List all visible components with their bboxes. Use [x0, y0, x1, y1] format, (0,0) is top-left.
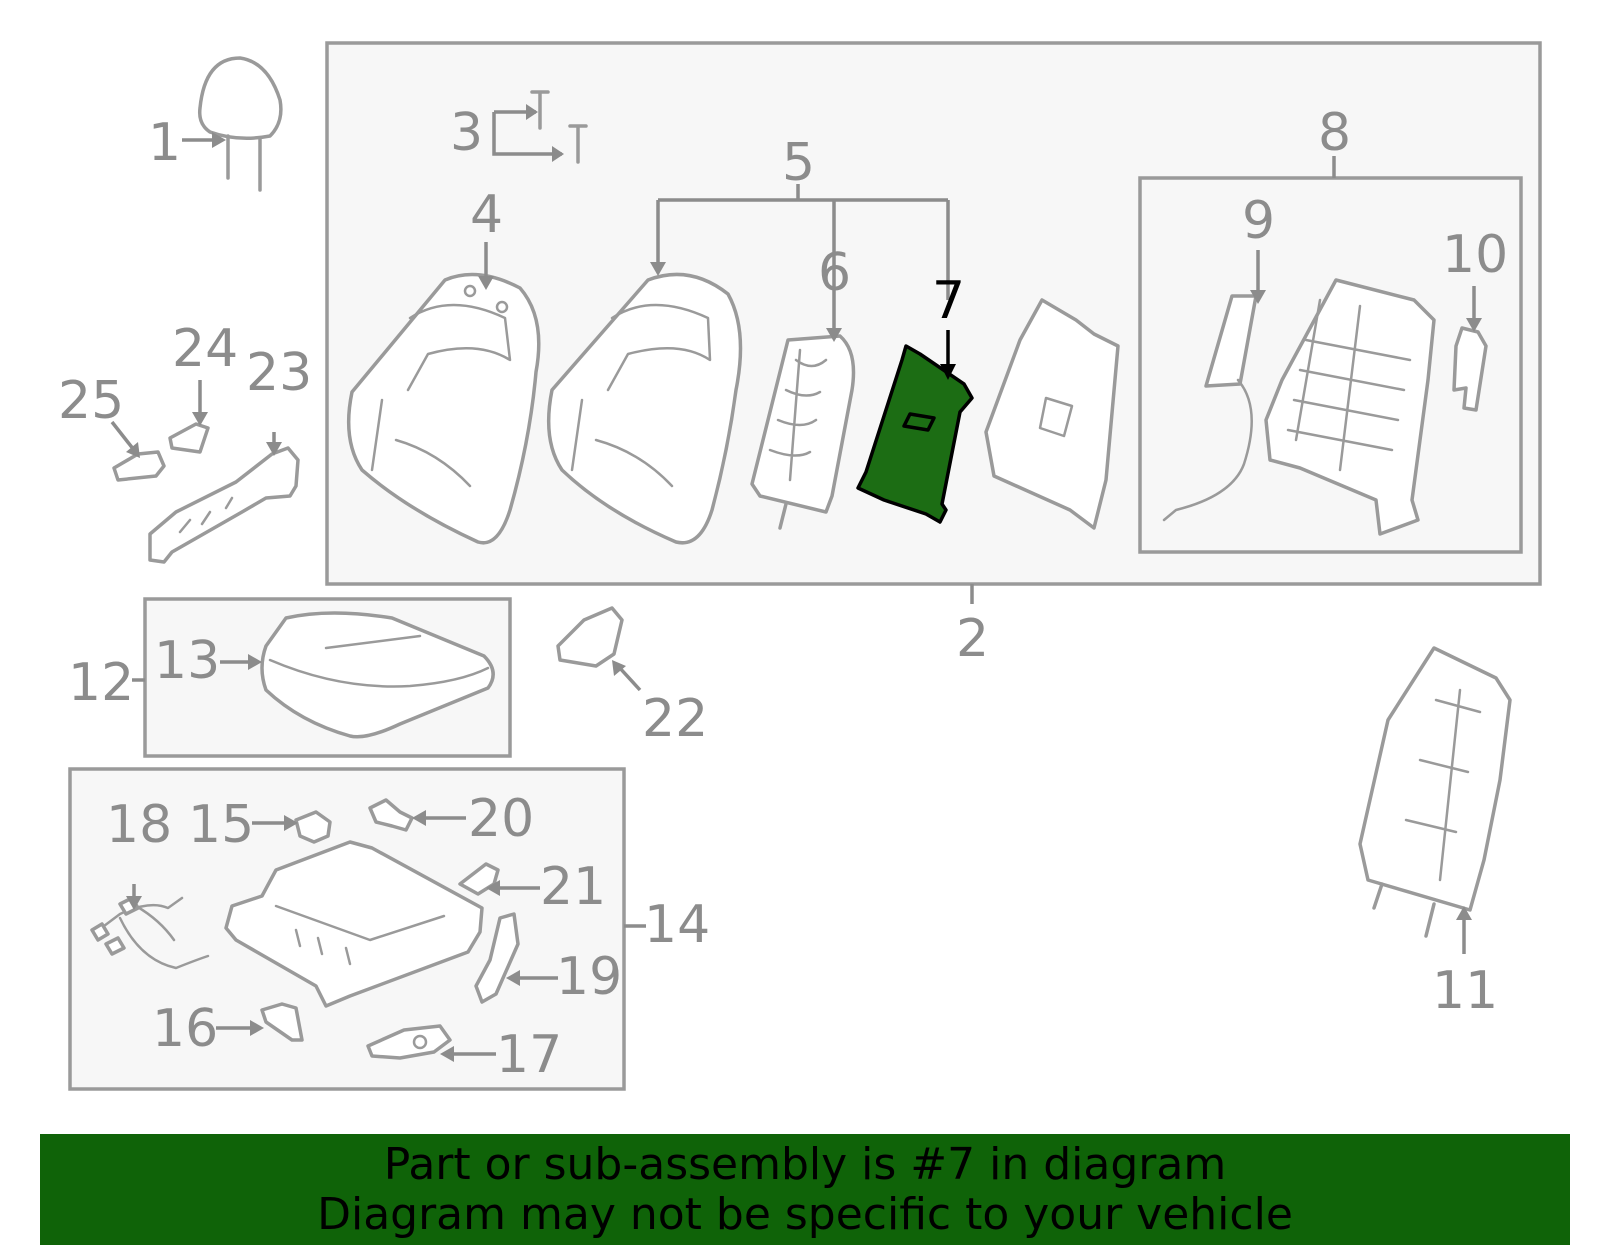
callout-17: 17 — [496, 1025, 562, 1085]
part-3-bolts[interactable] — [530, 90, 588, 164]
part-23-side-trim[interactable] — [148, 446, 300, 564]
callout-9: 9 — [1242, 191, 1275, 251]
callout-22: 22 — [642, 689, 708, 749]
part-6-heater-mat[interactable] — [750, 334, 856, 530]
part-13-cushion-pad[interactable] — [260, 611, 495, 739]
banner-line-1: Part or sub-assembly is #7 in diagram — [383, 1139, 1227, 1190]
callout-24: 24 — [172, 319, 238, 379]
callout-15: 15 — [188, 795, 254, 855]
part-17-plate[interactable] — [366, 1024, 452, 1060]
callout-13: 13 — [154, 631, 220, 691]
part-15-clip[interactable] — [294, 810, 332, 844]
callout-10: 10 — [1442, 225, 1508, 285]
callout-2: 2 — [956, 609, 989, 669]
part-7-highlighted-panel[interactable] — [856, 344, 974, 524]
part-4-seatback-cover[interactable] — [346, 272, 541, 545]
part-24-knob[interactable] — [168, 422, 210, 454]
part-16-bracket[interactable] — [260, 1002, 304, 1042]
callout-6: 6 — [818, 243, 851, 303]
notice-banner: Part or sub-assembly is #7 in diagram Di… — [40, 1134, 1570, 1245]
banner-line-2: Diagram may not be specific to your vehi… — [317, 1189, 1293, 1240]
callout-19: 19 — [556, 947, 622, 1007]
track-frame — [224, 840, 484, 1008]
callout-25: 25 — [58, 371, 124, 431]
callout-20: 20 — [468, 789, 534, 849]
callout-18: 18 — [106, 795, 172, 855]
part-18-wire-harness[interactable] — [90, 896, 210, 970]
callout-12: 12 — [68, 653, 134, 713]
part-10-clip[interactable] — [1452, 326, 1488, 412]
seatback-board — [984, 298, 1120, 530]
arrow-heads — [126, 104, 1482, 1062]
part-20-bracket[interactable] — [368, 798, 414, 832]
part-19-bracket[interactable] — [474, 912, 520, 1004]
part-21-bracket[interactable] — [458, 862, 500, 896]
callout-16: 16 — [152, 999, 218, 1059]
callout-8: 8 — [1318, 103, 1351, 163]
part-1-headrest[interactable] — [197, 56, 283, 192]
callout-labels: 1 2 3 4 5 6 7 8 9 10 11 12 13 14 15 16 1… — [58, 103, 1508, 1085]
callout-3: 3 — [450, 103, 483, 163]
callout-7: 7 — [932, 271, 965, 331]
callout-21: 21 — [540, 857, 606, 917]
part-5-seatback-pad[interactable] — [546, 272, 743, 545]
callout-4: 4 — [470, 185, 503, 245]
part-11-seatback-back-board[interactable] — [1358, 646, 1512, 938]
callout-14: 14 — [644, 895, 710, 955]
callout-23: 23 — [246, 343, 312, 403]
part-9-sensor[interactable] — [1162, 294, 1258, 522]
seatback-frame — [1264, 278, 1436, 536]
arrow-head-7 — [940, 364, 956, 380]
callout-11: 11 — [1432, 961, 1498, 1021]
callout-5: 5 — [782, 133, 815, 193]
part-22-cover[interactable] — [556, 606, 624, 668]
callout-1: 1 — [148, 113, 181, 173]
